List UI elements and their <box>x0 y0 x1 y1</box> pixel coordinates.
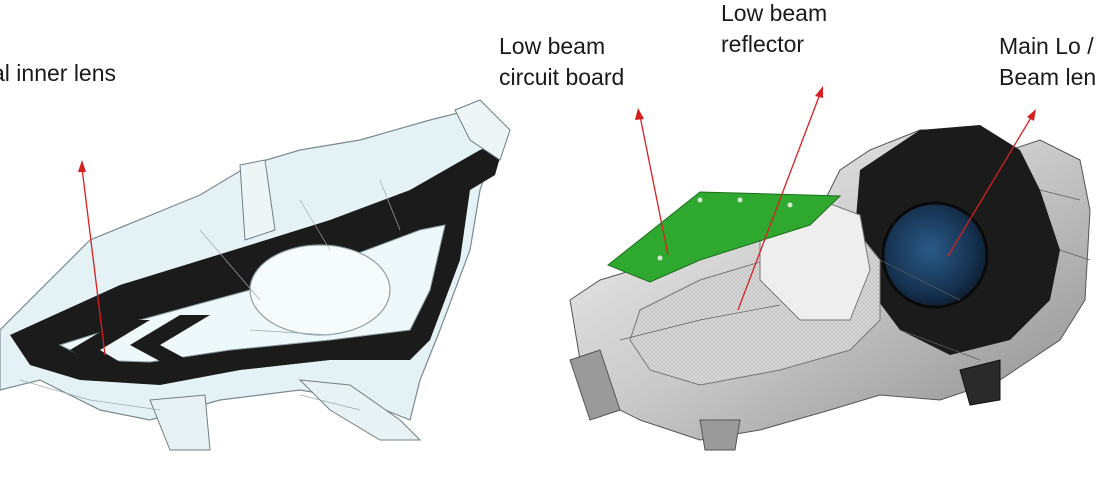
chevron-light-guide <box>130 315 210 372</box>
label-circuit-board: Low beam circuit board <box>499 31 624 93</box>
low-beam-circuit-board <box>607 191 842 283</box>
label-main-lens: Main Lo / Beam len <box>999 31 1096 93</box>
module-wireframe <box>619 189 1091 361</box>
label-line: Main Lo / <box>999 33 1094 59</box>
label-inner-lens: al inner lens <box>0 58 116 89</box>
label-reflector: Low beam reflector <box>721 0 827 60</box>
module-bracket <box>959 359 1001 406</box>
projector-module <box>569 125 1091 451</box>
leader-circuit-board <box>635 108 669 256</box>
inner-lens-assembly <box>0 99 511 451</box>
mounting-bracket <box>149 394 211 451</box>
label-line: al inner lens <box>0 60 117 86</box>
label-line: reflector <box>721 31 805 57</box>
chevron-light-guide <box>70 320 150 380</box>
mounting-bracket <box>239 159 276 241</box>
leader-inner-lens <box>78 160 106 356</box>
leader-reflector <box>737 86 823 311</box>
projector-bowl <box>249 244 391 336</box>
wireframe-detail <box>19 179 401 411</box>
inner-lens-bezel <box>10 140 505 385</box>
module-bracket <box>569 349 621 421</box>
circuit-board-components <box>657 197 793 261</box>
label-line: Beam len <box>999 64 1097 90</box>
leader-main-lens <box>947 109 1036 257</box>
mounting-bracket <box>454 99 511 161</box>
leader-lines <box>78 86 1036 356</box>
main-lens <box>881 201 989 309</box>
label-line: Low beam <box>721 0 828 26</box>
label-line: circuit board <box>499 64 625 90</box>
module-bracket <box>699 419 741 451</box>
label-line: Low beam <box>499 33 606 59</box>
